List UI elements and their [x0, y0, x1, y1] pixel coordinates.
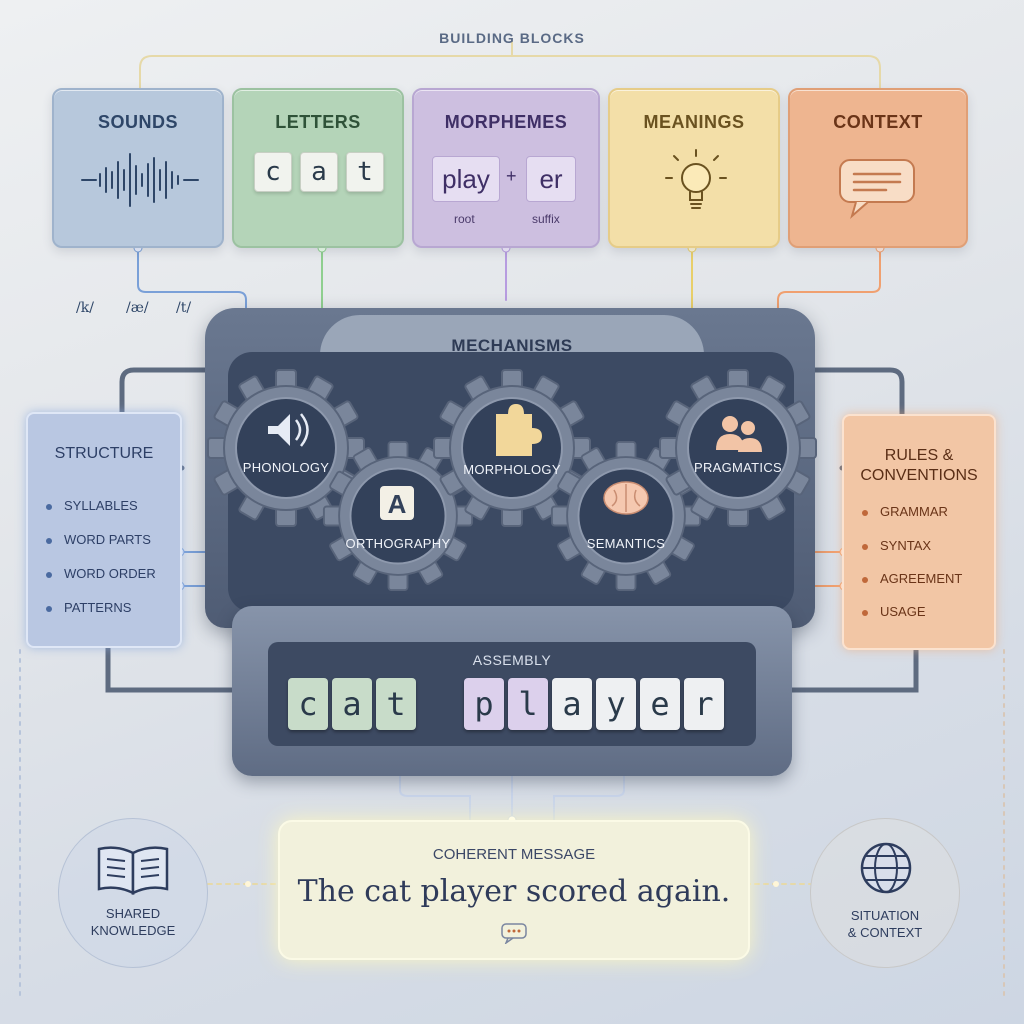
- top-bracket-line: [139, 55, 881, 89]
- assembly-tile: e: [640, 678, 680, 730]
- diagram-title: BUILDING BLOCKS: [439, 30, 585, 46]
- speaker-icon: [268, 413, 309, 447]
- structure-item-word-parts: WORD PARTS: [64, 532, 151, 547]
- sounds-title: SOUNDS: [97, 112, 178, 132]
- structure-outer-loop: [119, 367, 233, 471]
- assembly-tile: p: [464, 678, 504, 730]
- shared-knowledge-circle: SHARED KNOWLEDGE: [58, 818, 208, 968]
- morphology-gear-label-wrap: MORPHOLOGY: [452, 462, 572, 482]
- semantics-gear-label-wrap: SEMANTICS: [566, 536, 686, 556]
- structure-item-patterns: PATTERNS: [64, 600, 132, 615]
- structure-bottom-loop: [105, 645, 235, 693]
- assembly-to-message-left: [399, 769, 471, 821]
- globe-icon: [860, 842, 912, 894]
- root-label: root: [454, 212, 475, 226]
- semantics-label: SEMANTICS: [586, 536, 666, 551]
- brain-icon: [603, 481, 649, 515]
- phoneme-ae: /æ/: [126, 300, 149, 316]
- speech-bubble-icon: [839, 159, 915, 219]
- letters-block: LETTERS c a t: [232, 88, 404, 248]
- plus-sign: +: [506, 166, 517, 186]
- situation-label-line1: SITUATION: [850, 908, 920, 923]
- pragmatics-gear-label-wrap: PRAGMATICS: [678, 460, 798, 480]
- puzzle-piece-icon: [496, 404, 542, 456]
- letter-tile-a: a: [300, 152, 338, 192]
- morphology-label: MORPHOLOGY: [463, 462, 561, 477]
- rules-title-line2: CONVENTIONS: [860, 467, 978, 484]
- rules-item-agreement: AGREEMENT: [880, 571, 963, 586]
- meanings-title: MEANINGS: [643, 112, 745, 132]
- bullet-dot: [862, 544, 868, 550]
- open-book-icon: [97, 846, 169, 896]
- orthography-label: ORTHOGRAPHY: [345, 536, 451, 551]
- root-tile: play: [432, 156, 500, 202]
- phoneme-k: /k/: [76, 300, 94, 316]
- phonology-gear-label-wrap: PHONOLOGY: [226, 460, 346, 480]
- shared-label-line2: KNOWLEDGE: [90, 923, 176, 938]
- lightbulb-icon: [665, 149, 727, 209]
- assembly-tile: c: [288, 678, 328, 730]
- bullet-dot: [862, 577, 868, 583]
- assembly-tile: r: [684, 678, 724, 730]
- context-connector: [777, 247, 881, 373]
- coherent-message-title: COHERENT MESSAGE: [432, 846, 596, 863]
- sounds-block: SOUNDS /k/ /æ/ /t/: [52, 88, 224, 316]
- rules-bottom-loop: [789, 647, 919, 693]
- sounds-connector: [137, 247, 247, 373]
- context-title: CONTEXT: [833, 112, 923, 132]
- letters-title: LETTERS: [275, 112, 361, 132]
- suffix-label: suffix: [532, 212, 560, 226]
- people-icon: [716, 416, 762, 452]
- letter-tile-t: t: [346, 152, 384, 192]
- rules-item-grammar: GRAMMAR: [880, 504, 948, 519]
- morphemes-title: MORPHEMES: [444, 112, 568, 132]
- rules-outer-loop: [793, 367, 905, 471]
- rules-item-usage: USAGE: [880, 604, 926, 619]
- bullet-dot: [46, 606, 52, 612]
- bullet-dot: [46, 572, 52, 578]
- context-block: CONTEXT: [788, 88, 968, 248]
- situation-context-circle: SITUATION & CONTEXT: [810, 818, 960, 968]
- suffix-tile: er: [526, 156, 576, 202]
- soundwave-icon: [81, 153, 199, 207]
- rules-item-syntax: SYNTAX: [880, 538, 932, 553]
- bullet-dot: [862, 610, 868, 616]
- assembly-tile: l: [508, 678, 548, 730]
- assembly-to-message-right: [553, 769, 625, 821]
- structure-item-syllables: SYLLABLES: [64, 498, 138, 513]
- rules-title-line1: RULES &: [884, 447, 954, 464]
- structure-title: STRUCTURE: [54, 445, 154, 462]
- structure-item-word-order: WORD ORDER: [64, 566, 156, 581]
- structure-panel: STRUCTURE SYLLABLES WORD PARTS WORD ORDE…: [26, 412, 182, 648]
- phonology-label: PHONOLOGY: [242, 460, 330, 475]
- assembly-tile: y: [596, 678, 636, 730]
- rules-panel: RULES & CONVENTIONS GRAMMAR SYNTAX AGREE…: [842, 414, 996, 650]
- coherent-message-sentence: The cat player scored again.: [297, 874, 731, 909]
- svg-text:A: A: [388, 489, 407, 519]
- letter-a-icon: A: [380, 486, 414, 520]
- morphemes-block: MORPHEMES play + er root suffix: [412, 88, 600, 248]
- coherent-message-card: COHERENT MESSAGE The cat player scored a…: [278, 820, 750, 960]
- assembly-tile: a: [332, 678, 372, 730]
- bullet-dot: [46, 504, 52, 510]
- mechanisms-title: MECHANISMS: [451, 336, 573, 355]
- situation-label-line2: & CONTEXT: [847, 925, 923, 940]
- bullet-dot: [862, 510, 868, 516]
- meanings-block: MEANINGS: [608, 88, 780, 248]
- phoneme-t: /t/: [176, 300, 192, 316]
- assembly-tile: t: [376, 678, 416, 730]
- assembly-title: ASSEMBLY: [472, 652, 552, 668]
- letter-tile-c: c: [254, 152, 292, 192]
- chat-bubble-icon: [501, 923, 527, 944]
- orthography-gear-label-wrap: ORTHOGRAPHY: [338, 536, 458, 556]
- bullet-dot: [46, 538, 52, 544]
- shared-label-line1: SHARED: [105, 906, 161, 921]
- assembly-tile: a: [552, 678, 592, 730]
- pragmatics-label: PRAGMATICS: [694, 460, 782, 475]
